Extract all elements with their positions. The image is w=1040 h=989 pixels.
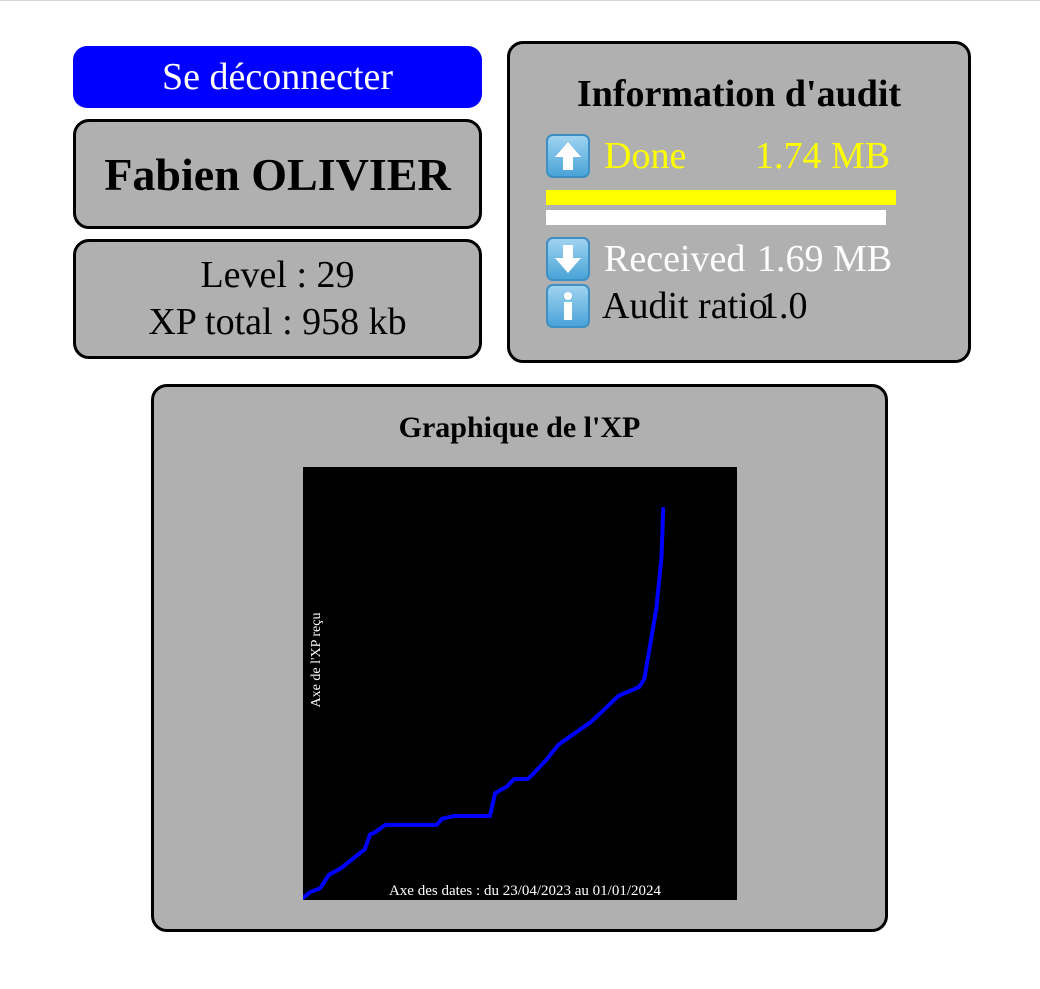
audit-ratio-value: 1.0 bbox=[760, 285, 808, 327]
xp-line-chart: Axe de l'XP reçu Axe des dates : du 23/0… bbox=[303, 467, 737, 900]
up-arrow-icon bbox=[546, 134, 590, 178]
xp-series-line bbox=[303, 507, 666, 900]
audit-title: Information d'audit bbox=[576, 73, 902, 115]
audit-done-row: Done 1.74 MB bbox=[546, 134, 890, 178]
logout-button[interactable]: Se déconnecter bbox=[73, 46, 482, 108]
audit-done-value: 1.74 MB bbox=[755, 135, 891, 177]
y-axis-label: Axe de l'XP reçu bbox=[309, 613, 324, 708]
x-axis-label: Axe des dates : du 23/04/2023 au 01/01/2… bbox=[389, 883, 662, 899]
down-arrow-icon bbox=[546, 237, 590, 281]
user-name: Fabien OLIVIER bbox=[104, 148, 451, 200]
information-icon bbox=[546, 284, 590, 328]
graph-title: Graphique de l'XP bbox=[398, 411, 641, 444]
top-divider bbox=[0, 0, 1040, 1]
audit-ratio-label: Audit ratio bbox=[602, 285, 768, 327]
audit-received-row: Received 1.69 MB bbox=[546, 237, 892, 281]
level-text: Level : 29 bbox=[200, 254, 355, 296]
xp-graph-card: Graphique de l'XP Axe de l'XP reçu Axe d… bbox=[151, 384, 888, 932]
xp-total-text: XP total : 958 kb bbox=[148, 301, 407, 343]
user-name-card: Fabien OLIVIER bbox=[73, 119, 482, 229]
audit-info-card: Information d'audit Done 1.74 MB Receive… bbox=[507, 41, 971, 363]
audit-ratio-row: Audit ratio 1.0 bbox=[546, 284, 808, 328]
level-card: Level : 29 XP total : 958 kb bbox=[73, 239, 482, 359]
audit-received-value: 1.69 MB bbox=[757, 238, 893, 280]
audit-received-label: Received bbox=[604, 238, 746, 280]
audit-done-bar bbox=[546, 190, 896, 205]
audit-received-bar bbox=[546, 210, 886, 225]
chart-background bbox=[303, 467, 737, 900]
audit-done-label: Done bbox=[604, 135, 687, 177]
